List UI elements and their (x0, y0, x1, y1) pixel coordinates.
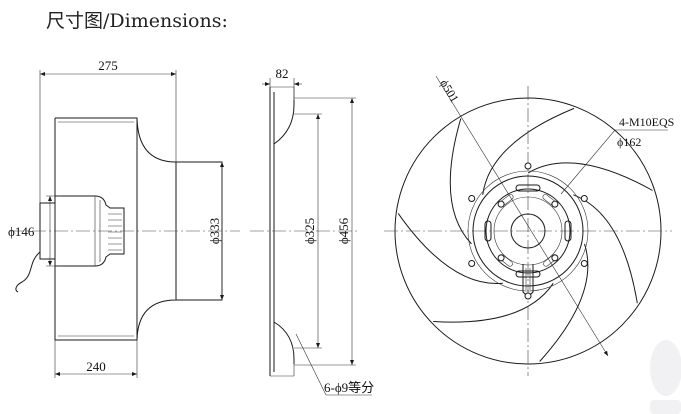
mounting-hole (580, 195, 588, 202)
impeller-blade (482, 107, 575, 195)
mounting-hole (580, 260, 588, 267)
dim-275 (39, 70, 177, 203)
outer-holes (468, 162, 588, 300)
hub-bolt-hole (551, 200, 559, 208)
hub-bolt-hole (497, 200, 505, 208)
leader-mounting-holes (295, 333, 372, 396)
impeller-blade (433, 283, 554, 323)
label-bolt-circle: ϕ162 (617, 135, 641, 149)
impeller-blade (449, 118, 472, 245)
mounting-hole (524, 292, 532, 300)
dim-240 (54, 340, 138, 378)
label-275: 275 (98, 58, 118, 73)
mounting-hole (468, 195, 476, 202)
impeller-blade (397, 213, 503, 285)
dim-82 (262, 78, 302, 100)
fan-housing-outline (54, 117, 223, 341)
impeller-blades (397, 107, 653, 362)
label-mounting-holes: 6-ϕ9等分 (324, 380, 374, 395)
label-456: ϕ456 (336, 217, 351, 244)
impeller-blade (539, 243, 589, 362)
leader-501 (435, 75, 609, 357)
hub-bolt-hole (497, 254, 505, 262)
side-view (10, 70, 240, 378)
label-501: ϕ501 (437, 77, 462, 105)
label-240: 240 (86, 359, 106, 374)
label-325: ϕ325 (302, 218, 317, 244)
dim-325 (294, 113, 322, 349)
dim-456 (294, 97, 356, 366)
label-motor-bolts: 4-M10EQS (619, 115, 674, 129)
label-333: ϕ333 (207, 218, 222, 244)
front-view (384, 75, 672, 376)
label-82: 82 (276, 66, 289, 81)
mounting-hole (468, 260, 476, 267)
impeller-blade (573, 194, 638, 304)
hub-bolt-hole (551, 254, 559, 262)
leader-bolts (560, 129, 668, 195)
page-title: 尺寸图/Dimensions: (46, 10, 228, 32)
hub-holes (497, 200, 559, 262)
mounting-hole (524, 162, 532, 170)
inlet-ring-view (250, 78, 372, 396)
watermark-shape (650, 340, 681, 396)
motor-cable (15, 251, 41, 293)
watermark-shape-lower (650, 400, 681, 414)
impeller-blade (527, 162, 653, 191)
label-146: ϕ146 (8, 224, 35, 239)
dim-146 (46, 195, 62, 267)
